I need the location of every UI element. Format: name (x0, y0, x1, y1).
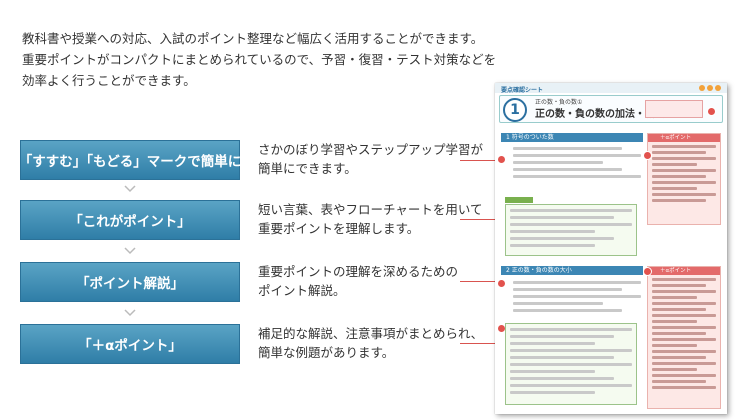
feature-label: 「＋αポイント」 (78, 338, 182, 354)
marker-dot-icon (707, 107, 716, 116)
chapter-title: 正の数・負の数の加法・減法 (535, 109, 665, 120)
feature-label: 「すすむ」「もどる」マークで簡単に (18, 154, 242, 170)
feature-button-point-kaisetsu: 「ポイント解説」 (20, 262, 240, 302)
page-header-label: 要点確認シート (501, 87, 544, 94)
annotation-connector (460, 281, 505, 282)
section2-text (513, 281, 641, 316)
point-box (505, 323, 637, 405)
chevron-down-icon (124, 185, 136, 193)
feature-description: 補足的な解説、注意事項がまとめられ、 簡単な例題があります。 (258, 324, 483, 362)
section-bar: 1 符号のついた数 (501, 133, 643, 142)
header-dots (699, 85, 721, 91)
feature-desc-line: 簡単にできます。 (258, 161, 357, 176)
marker-dot-icon (643, 151, 652, 160)
annotation-connector (460, 343, 505, 344)
plus-alpha-box: ＋αポイント (647, 133, 721, 225)
marker-dot-icon (497, 155, 506, 164)
intro-text: 教科書や授業への対応、入試のポイント整理など幅広く活用することができます。 重要… (22, 28, 522, 91)
feature-desc-line: 重要ポイントの理解を深めるための (258, 264, 459, 279)
feature-desc-line: 重要ポイントを理解します。 (258, 221, 420, 236)
page-header-strip: 要点確認シート (495, 83, 727, 94)
plus-alpha-box: ＋αポイント (647, 266, 721, 409)
section-title: 2 正の数・負の数の大小 (506, 267, 572, 274)
annotation-connector (460, 219, 505, 220)
chapter-number: 1 (503, 98, 527, 122)
chevron-down-icon (124, 309, 136, 317)
sample-textbook-page: 要点確認シート 1 正の数・負の数① 正の数・負の数の加法・減法 1 符号のつい… (495, 83, 727, 414)
chapter-subtitle: 正の数・負の数① (535, 99, 583, 106)
marker-dot-icon (643, 267, 652, 276)
section1-text (513, 147, 641, 182)
feature-desc-line: さかのぼり学習やステップアップ学習が (258, 142, 484, 157)
marker-dot-icon (497, 279, 506, 288)
feature-label: 「これがポイント」 (69, 214, 191, 230)
intro-line: 教科書や授業への対応、入試のポイント整理など幅広く活用することができます。 (22, 31, 484, 46)
feature-button-plus-alpha-point: 「＋αポイント」 (20, 324, 240, 364)
feature-button-kore-ga-point: 「これがポイント」 (20, 200, 240, 240)
side-title: ＋αポイント (660, 135, 692, 141)
section-title: 1 符号のついた数 (506, 134, 554, 141)
intro-line: 重要ポイントがコンパクトにまとめられているので、予習・復習・テスト対策などを (22, 52, 497, 67)
feature-desc-line: ポイント解説。 (258, 283, 346, 298)
section-bar: 2 正の数・負の数の大小 (501, 266, 643, 275)
side-title: ＋αポイント (660, 268, 692, 274)
feature-description: 短い言葉、表やフローチャートを用いて 重要ポイントを理解します。 (258, 200, 483, 238)
point-tag (505, 197, 533, 203)
feature-description: 重要ポイントの理解を深めるための ポイント解説。 (258, 262, 483, 300)
feature-desc-line: 簡単な例題があります。 (258, 345, 395, 360)
chapter-side-note (645, 100, 703, 118)
point-box (505, 204, 637, 256)
annotation-connector (460, 160, 505, 161)
feature-description: さかのぼり学習やステップアップ学習が 簡単にできます。 (258, 140, 483, 178)
intro-line: 効率よく行うことができます。 (22, 73, 196, 88)
feature-desc-line: 補足的な解説、注意事項がまとめられ、 (258, 326, 484, 341)
feature-label: 「ポイント解説」 (76, 276, 184, 292)
feature-desc-line: 短い言葉、表やフローチャートを用いて (258, 202, 483, 217)
feature-button-susumu-modoru: 「すすむ」「もどる」マークで簡単に (18, 140, 242, 180)
chevron-down-icon (124, 247, 136, 255)
